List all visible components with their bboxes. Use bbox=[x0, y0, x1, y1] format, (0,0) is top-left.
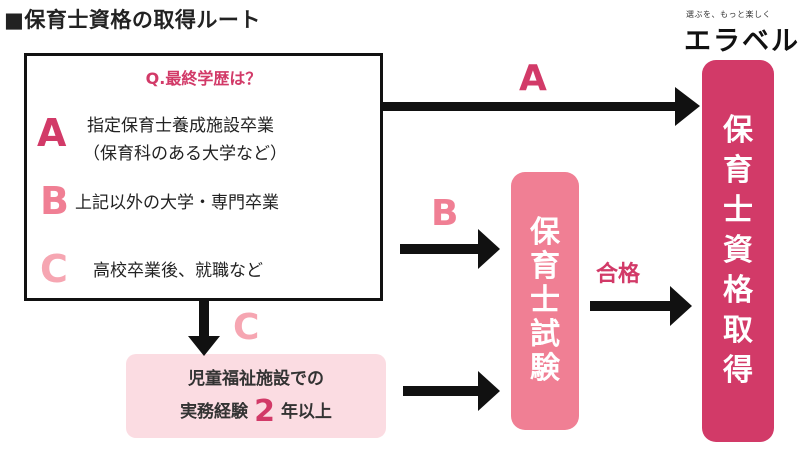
option-a-letter: A bbox=[37, 111, 67, 155]
qualification-char: 育 bbox=[723, 153, 753, 188]
route-c-label: C bbox=[233, 307, 260, 348]
route-b-label: B bbox=[431, 193, 459, 234]
logo: エラベル bbox=[684, 26, 800, 57]
qualification-box: 保 育 士 資 格 取 得 bbox=[702, 60, 774, 442]
exam-char: 士 bbox=[530, 283, 560, 318]
qualification-char: 取 bbox=[723, 313, 753, 348]
route-c-down-arrow bbox=[188, 301, 220, 356]
work-experience-line1: 児童福祉施設での bbox=[188, 369, 324, 389]
logo-tagline: 選ぶを、もっと楽しく bbox=[686, 10, 771, 19]
childcare-exam-box: 保 育 士 試 験 bbox=[511, 172, 579, 430]
pass-arrow bbox=[590, 286, 692, 326]
route-a-label: A bbox=[519, 58, 547, 99]
exam-char: 育 bbox=[530, 249, 560, 284]
exam-char: 保 bbox=[530, 215, 560, 250]
qualification-char: 資 bbox=[723, 233, 753, 268]
exam-char: 試 bbox=[530, 317, 560, 352]
question-title: Q.最終学歴は？ bbox=[145, 69, 262, 88]
option-c-letter: C bbox=[40, 247, 68, 291]
question-box: Q.最終学歴は？ A 指定保育士養成施設卒業 （保育科のある大学など） B 上記… bbox=[24, 53, 383, 301]
qualification-char: 得 bbox=[723, 353, 753, 388]
option-b-letter: B bbox=[40, 179, 69, 223]
qualification-char: 士 bbox=[723, 193, 753, 228]
option-c-text: 高校卒業後、就職など bbox=[93, 261, 263, 281]
pass-label: 合格 bbox=[596, 262, 641, 287]
page-title: ■保育士資格の取得ルート bbox=[4, 8, 261, 32]
qualification-char: 格 bbox=[723, 273, 753, 308]
qualification-char: 保 bbox=[723, 113, 753, 148]
exam-char: 験 bbox=[530, 351, 560, 386]
experience-to-exam-arrow bbox=[403, 371, 500, 411]
option-a-text: 指定保育士養成施設卒業 bbox=[87, 116, 274, 136]
route-b-arrow bbox=[400, 229, 500, 269]
work-experience-years: 2 bbox=[254, 394, 275, 429]
route-a-arrow bbox=[383, 87, 700, 126]
option-a-note: （保育科のある大学など） bbox=[83, 144, 287, 164]
option-b-text: 上記以外の大学・専門卒業 bbox=[75, 193, 279, 213]
work-experience-prefix: 実務経験 bbox=[180, 402, 249, 422]
work-experience-suffix: 年以上 bbox=[280, 402, 332, 422]
